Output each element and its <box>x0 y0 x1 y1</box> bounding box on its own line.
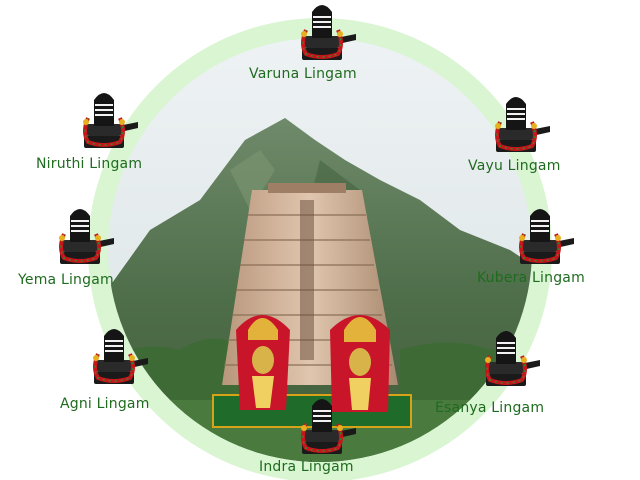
label-indra-lingam: Indra Lingam <box>259 459 354 475</box>
label-varuna-lingam: Varuna Lingam <box>249 66 357 82</box>
label-yema-lingam: Yema Lingam <box>18 272 114 288</box>
label-esanya-lingam: Esanya Lingam <box>435 400 544 416</box>
label-niruthi-lingam: Niruthi Lingam <box>36 156 142 172</box>
label-kubera-lingam: Kubera Lingam <box>477 270 585 286</box>
label-agni-lingam: Agni Lingam <box>60 396 150 412</box>
label-vayu-lingam: Vayu Lingam <box>468 158 561 174</box>
